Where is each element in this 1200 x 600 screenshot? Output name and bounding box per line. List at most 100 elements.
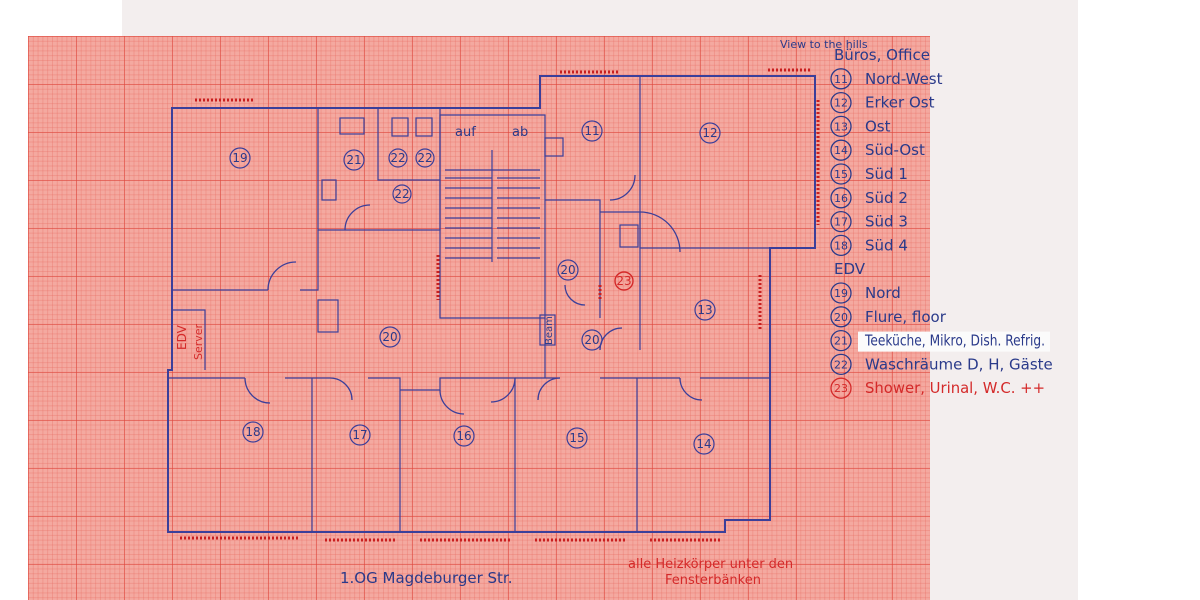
room-labels: 11 12 13 14 15 16 17 18 [229, 120, 721, 455]
svg-text:20: 20 [584, 333, 599, 347]
svg-text:17: 17 [352, 428, 367, 442]
legend-label: Waschräume D, H, Gäste [865, 355, 1053, 373]
legend-item: Büros, Office [834, 46, 930, 64]
legend-label: Nord-West [865, 70, 943, 88]
room-18: 18 [242, 421, 264, 443]
room-20-lower: 20 [581, 329, 603, 351]
beam-label: Beam [544, 316, 555, 345]
legend-number-circle [830, 210, 852, 233]
room-17: 17 [349, 424, 371, 446]
legend-label: Süd 1 [865, 165, 908, 183]
legend-label: Ost [865, 117, 891, 135]
legend-label: EDV [834, 260, 866, 278]
room-12: 12 [699, 122, 721, 144]
svg-text:22: 22 [394, 187, 409, 201]
room-11: 11 [581, 120, 603, 142]
legend-number: 21 [834, 335, 848, 348]
legend-item: 20 Flure, floor [830, 306, 947, 328]
legend-number: 14 [834, 144, 848, 157]
svg-text:20: 20 [382, 330, 397, 344]
legend-label: Süd 2 [865, 189, 908, 207]
legend-item: 11 Nord-West [830, 68, 943, 90]
legend-label: Süd 4 [865, 236, 908, 254]
legend-number: 13 [834, 120, 848, 133]
legend-number-circle [830, 234, 852, 257]
legend-number-circle [830, 187, 852, 209]
legend-number-circle [830, 353, 852, 376]
room-22-a: 22 [388, 148, 408, 168]
legend-item: 22 Waschräume D, H, Gäste [830, 353, 1053, 376]
room-22-b: 22 [415, 148, 435, 168]
room-13: 13 [694, 299, 716, 321]
svg-text:20: 20 [560, 263, 575, 277]
svg-text:23: 23 [616, 274, 631, 288]
legend-item: 14 Süd-Ost [830, 139, 925, 161]
legend-number: 15 [834, 168, 848, 181]
legend-number-circle [830, 306, 852, 328]
legend-number: 19 [834, 287, 848, 300]
room-19: 19 [229, 147, 251, 169]
view-note: View to the hills [780, 38, 868, 51]
edv-label: EDV [175, 324, 189, 350]
room-22-c: 22 [392, 184, 412, 204]
legend-label: Shower, Urinal, W.C. ++ [865, 379, 1045, 397]
room-16: 16 [453, 425, 475, 447]
radiator-note-line2: Fensterbänken [665, 573, 761, 588]
legend-number: 12 [834, 97, 848, 110]
svg-text:12: 12 [702, 126, 717, 140]
legend-item: 18 Süd 4 [830, 234, 908, 257]
svg-text:16: 16 [456, 429, 471, 443]
svg-text:19: 19 [232, 151, 247, 165]
server-label: Server [192, 323, 205, 360]
svg-text:21: 21 [346, 153, 361, 167]
legend-item: 13 Ost [830, 115, 891, 138]
legend-label: Süd 3 [865, 213, 908, 231]
legend-label: Teeküche, Mikro, Dish. Refrig. [864, 332, 1045, 350]
legend-number: 11 [834, 73, 848, 86]
svg-text:22: 22 [417, 151, 432, 165]
legend-number: 22 [834, 358, 848, 371]
legend-number-circle [830, 163, 852, 185]
room-20-main: 20 [379, 326, 401, 348]
svg-text:14: 14 [696, 437, 711, 451]
legend-number: 16 [834, 192, 848, 205]
legend-number: 18 [834, 239, 848, 252]
legend-item: 15 Süd 1 [830, 163, 908, 185]
legend-item: 17 Süd 3 [830, 210, 908, 233]
svg-text:11: 11 [584, 124, 599, 138]
legend-number: 23 [834, 382, 848, 395]
legend-number-circle [830, 282, 852, 304]
svg-text:15: 15 [569, 431, 584, 445]
legend-number: 20 [834, 311, 848, 324]
doors [244, 174, 703, 415]
legend-number-circle [830, 139, 852, 161]
svg-text:13: 13 [697, 303, 712, 317]
legend-label: Flure, floor [865, 308, 947, 326]
svg-text:22: 22 [390, 151, 405, 165]
legend-item: 16 Süd 2 [830, 187, 908, 209]
fixtures [317, 117, 639, 346]
room-14: 14 [693, 433, 715, 455]
svg-text:18: 18 [245, 425, 260, 439]
legend-item: 21 Teeküche, Mikro, Dish. Refrig. [830, 329, 1050, 352]
radiator-note-line1: alle Heizkörper unter den [628, 557, 793, 572]
legend-item: 19 Nord [830, 282, 901, 304]
legend-item: 23 Shower, Urinal, W.C. ++ [830, 377, 1045, 399]
legend-number-circle [830, 377, 852, 399]
legend-label: Nord [865, 284, 901, 302]
legend-highlight [858, 331, 1050, 352]
radiators [180, 68, 820, 542]
legend-number-circle [830, 329, 852, 352]
stairs-up-label: auf [455, 125, 476, 140]
legend-label: Süd-Ost [865, 141, 925, 159]
legend-label: Büros, Office [834, 46, 930, 64]
room-23: 23 [614, 271, 634, 291]
walls [167, 75, 816, 533]
room-15: 15 [566, 427, 588, 449]
floor-title: 1.OG Magdeburger Str. [340, 569, 513, 587]
legend-number: 17 [834, 216, 848, 229]
legend-number-circle [830, 91, 852, 114]
